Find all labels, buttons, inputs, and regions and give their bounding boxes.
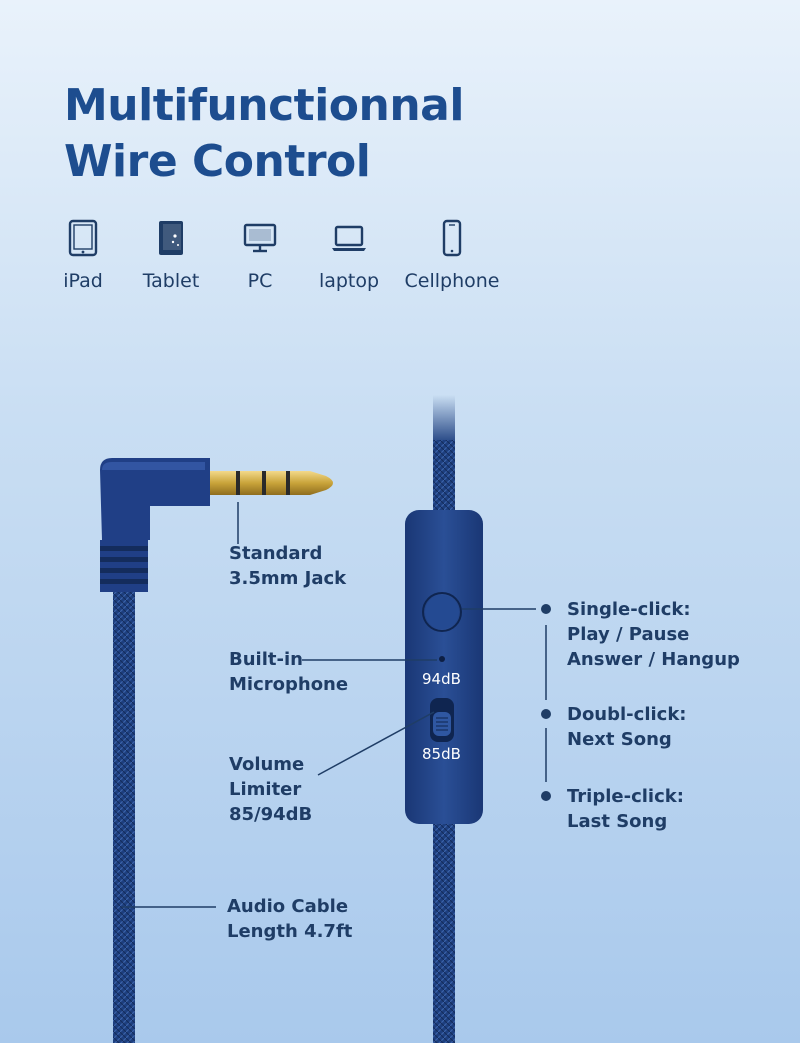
- device-label: Tablet: [142, 270, 200, 292]
- cellphone-icon: [442, 219, 462, 257]
- db-high-label: 94dB: [422, 670, 461, 688]
- inline-remote: [405, 510, 483, 824]
- pointer-lines: [122, 608, 547, 908]
- callout-single-click: Single-click: Play / Pause Answer / Hang…: [567, 599, 740, 670]
- device-laptop: laptop: [294, 218, 404, 292]
- callout-volume-limiter: Volume Limiter 85/94dB: [229, 754, 313, 825]
- db-low-label: 85dB: [422, 745, 461, 763]
- audio-cable-right: [433, 395, 455, 1043]
- device-pc: PC: [205, 218, 315, 292]
- callout-triple-click: Triple-click: Last Song: [567, 786, 684, 832]
- title-line-1: Multifunctionnal: [64, 80, 464, 131]
- compatible-devices: iPad Tablet PC laptop: [0, 218, 800, 298]
- callout-double-click: Doubl-click: Next Song: [567, 704, 687, 750]
- device-tablet: Tablet: [116, 218, 226, 292]
- device-label: laptop: [318, 270, 380, 292]
- callout-audio-cable: Audio Cable Length 4.7ft: [227, 896, 353, 942]
- callout-jack: Standard 3.5mm Jack: [229, 543, 347, 589]
- jack-plug: [100, 458, 333, 592]
- bullet-dots: [541, 604, 551, 801]
- audio-cable-left: [113, 590, 135, 1043]
- device-label: Cellphone: [404, 270, 500, 292]
- device-label: PC: [247, 270, 273, 292]
- ipad-icon: [68, 219, 98, 257]
- pc-icon: [243, 223, 277, 253]
- device-ipad: iPad: [28, 218, 138, 292]
- page-title: Multifunctionnal Wire Control: [64, 78, 464, 190]
- title-line-2: Wire Control: [64, 136, 371, 187]
- callout-microphone: Built-in Microphone: [229, 649, 349, 695]
- device-cellphone: Cellphone: [397, 218, 507, 292]
- tablet-icon: [159, 221, 183, 255]
- laptop-icon: [332, 225, 366, 251]
- device-label: iPad: [63, 270, 103, 292]
